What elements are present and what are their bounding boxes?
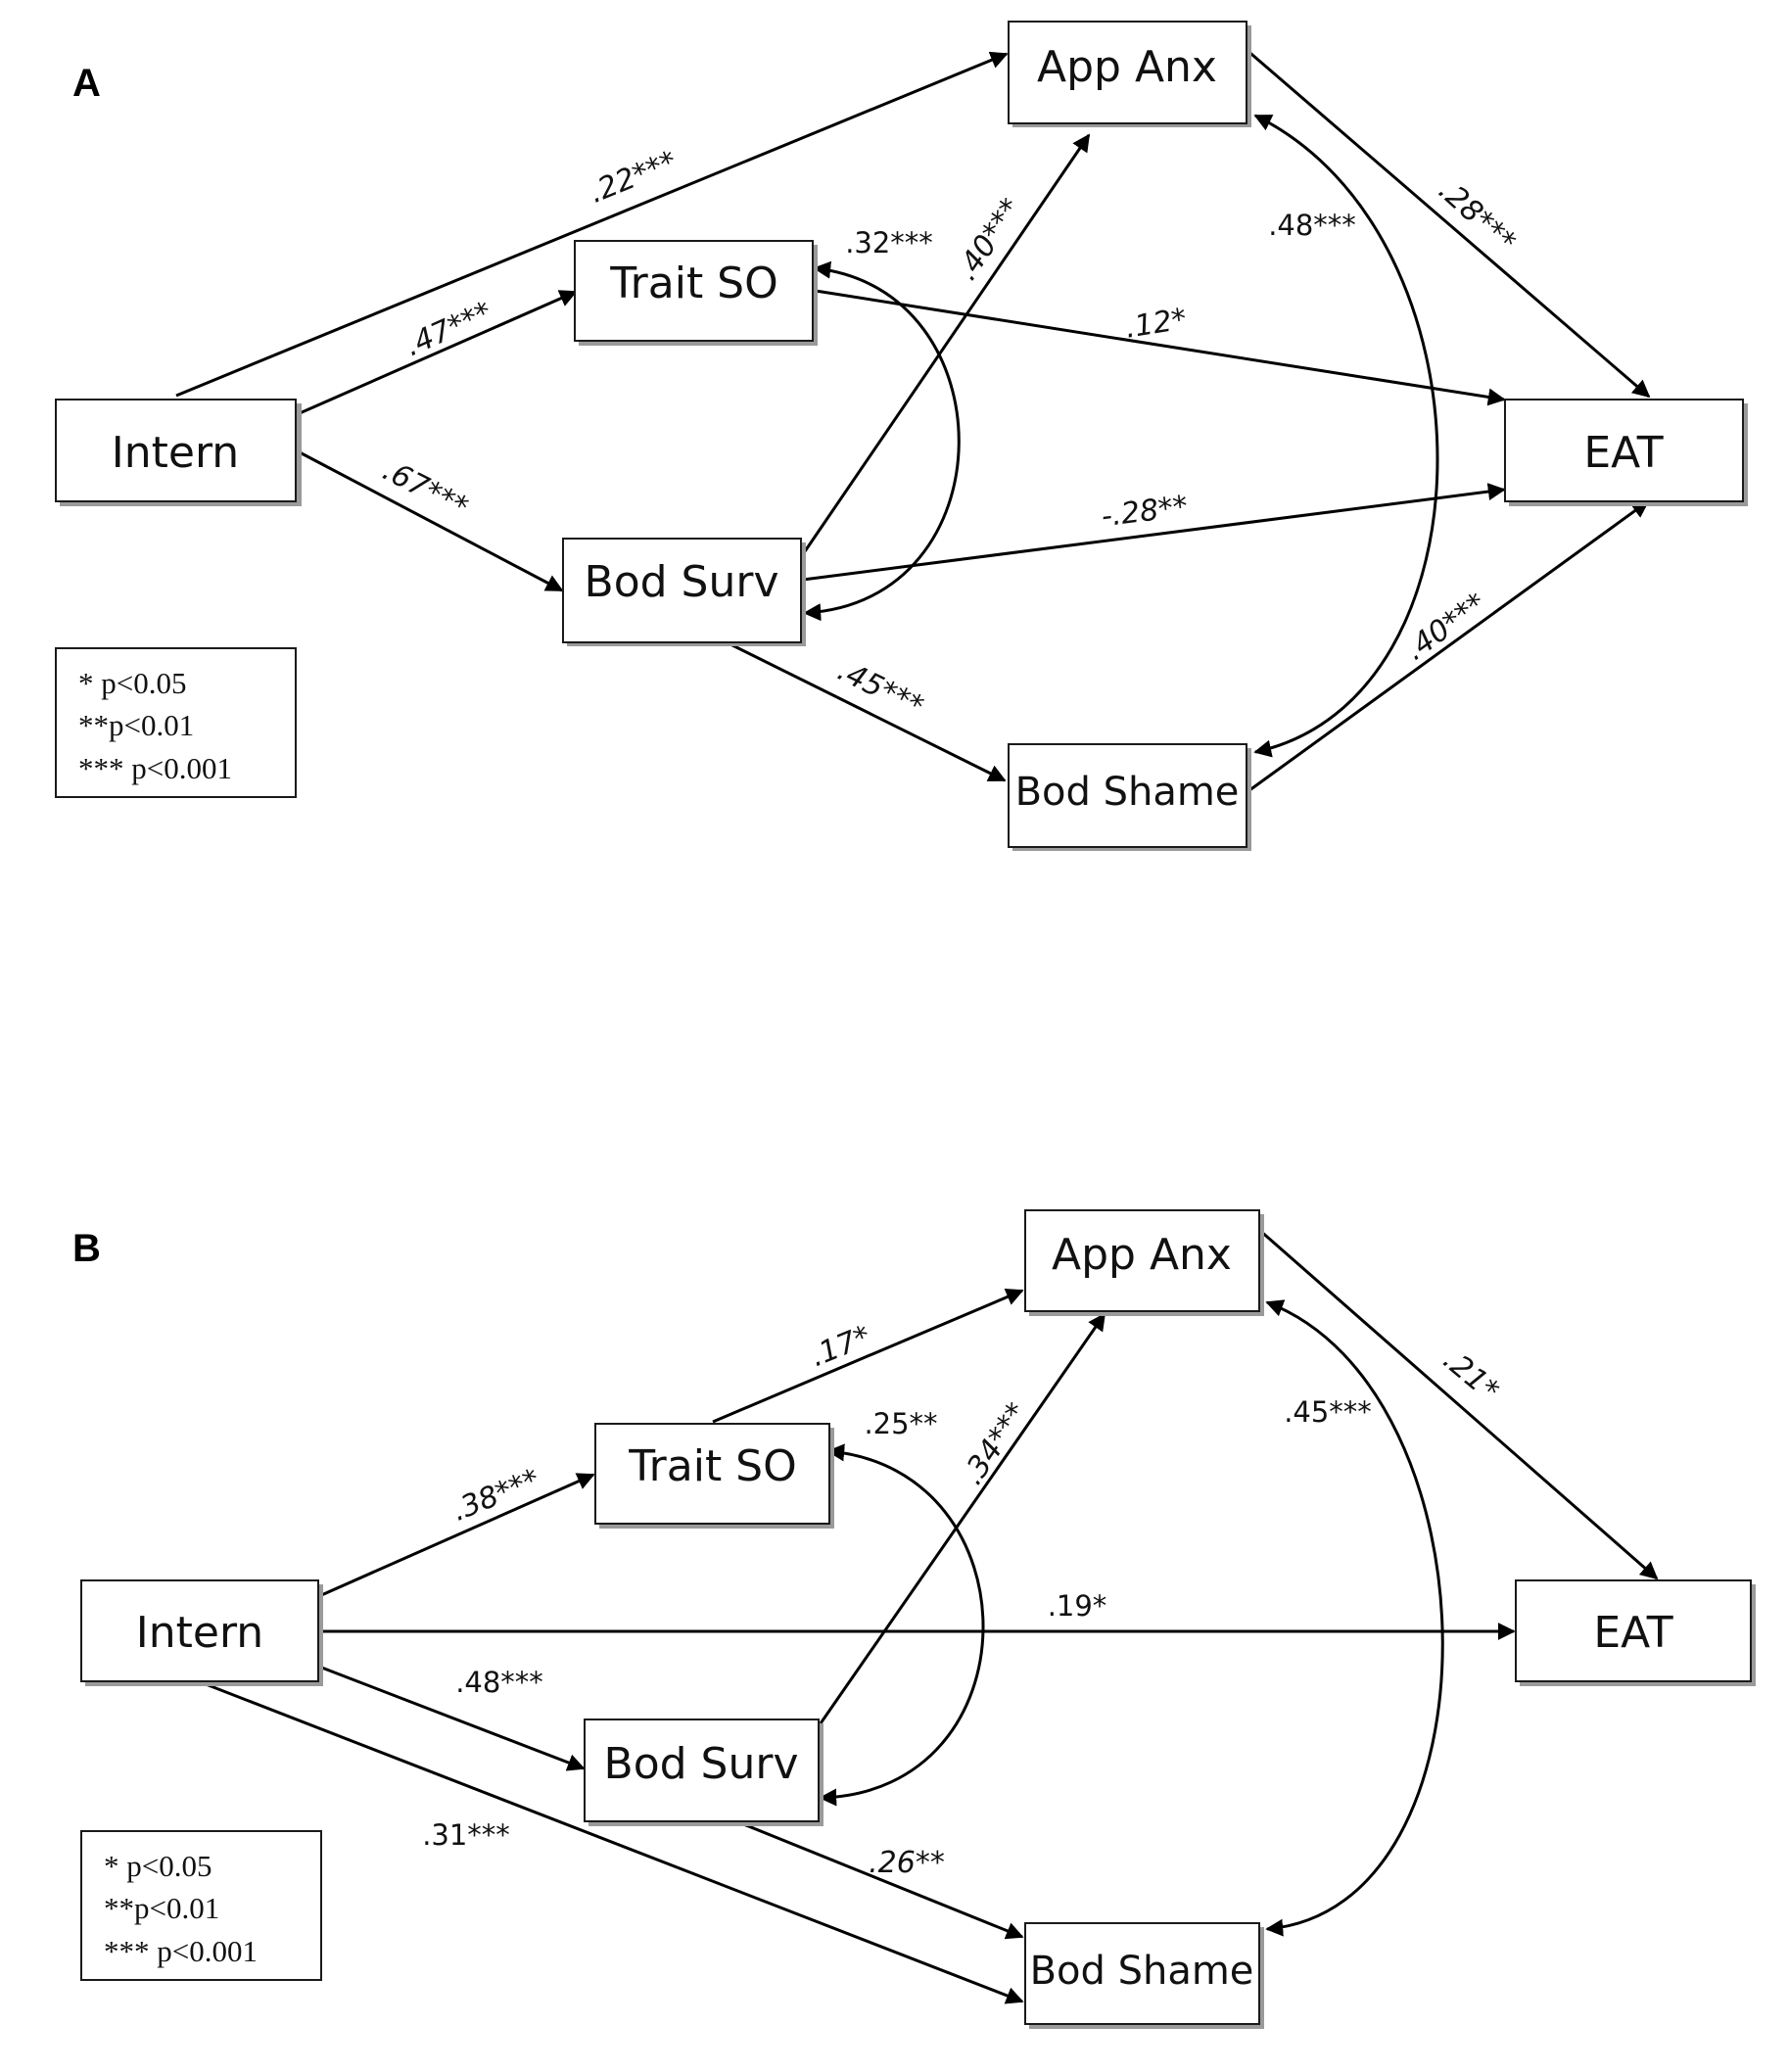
node-eat-label: EAT (1593, 1608, 1672, 1658)
panel-a-labels: .22*** .47*** .67*** .12* .40*** -.28** … (377, 145, 1522, 725)
coef-traitso-eat: .12* (1123, 302, 1189, 345)
coef-cov-appanx-bodshame: .45*** (1284, 1395, 1372, 1429)
edge-appanx-eat (1245, 47, 1651, 399)
edge-appanx-eat (1258, 1228, 1659, 1580)
edge-intern-appanx (175, 51, 1009, 398)
panel-b-nodes: Intern Trait SO App Anx Bod Surv Bod Sha (80, 1209, 1756, 2029)
coef-intern-bodsurv: .48*** (455, 1666, 543, 1699)
coef-traitso-appanx: .17* (806, 1319, 875, 1374)
node-bod-surv: Bod Surv (562, 538, 806, 646)
cov-traitso-bodsurv (803, 260, 961, 622)
edge-traitso-eat (815, 289, 1506, 406)
node-app-anx: App Anx (1008, 21, 1251, 127)
coef-appanx-eat: .21* (1436, 1342, 1506, 1408)
legend-b-line-3: *** p<0.001 (104, 1934, 258, 1968)
cov-appanx-bodshame (1253, 114, 1439, 758)
panel-b-letter: B (72, 1227, 101, 1270)
legend-b-line-1: * p<0.05 (104, 1849, 212, 1883)
node-intern: Intern (55, 399, 302, 506)
coef-intern-bodshame: .31*** (422, 1818, 510, 1852)
edge-intern-traitso (299, 290, 578, 415)
node-eat-label: EAT (1583, 428, 1663, 478)
panel-a-letter: A (72, 62, 101, 105)
edge-bodsurv-bodshame (735, 1819, 1024, 1940)
edge-bodsurv-appanx (801, 133, 1091, 555)
edge-intern-traitso (318, 1473, 595, 1598)
coef-intern-traitso: .47*** (400, 295, 497, 363)
coef-intern-eat: .19* (1048, 1589, 1107, 1623)
panel-b-edges (200, 1228, 1659, 2004)
coef-cov-appanx-bodshame: .48*** (1268, 209, 1356, 242)
edge-bodsurv-eat (802, 483, 1506, 582)
node-bod-shame-label: Bod Shame (1015, 770, 1240, 815)
legend-a-line-1: * p<0.05 (78, 666, 186, 700)
legend-a-line-3: *** p<0.001 (78, 751, 232, 785)
node-app-anx-label: App Anx (1037, 42, 1217, 92)
legend-b-line-2: **p<0.01 (104, 1891, 219, 1925)
node-app-anx-label: App Anx (1052, 1230, 1232, 1280)
node-bod-shame: Bod Shame (1008, 743, 1251, 851)
edge-traitso-appanx (712, 1289, 1024, 1424)
node-trait-so-label: Trait SO (628, 1441, 797, 1491)
edge-intern-bodshame (200, 1680, 1024, 2004)
node-intern: Intern (80, 1579, 323, 1686)
coef-intern-appanx: .22*** (585, 145, 682, 211)
node-trait-so: Trait SO (574, 240, 818, 346)
coef-cov-traitso-bodsurv: .32*** (845, 226, 933, 259)
legend-a-line-2: **p<0.01 (78, 708, 194, 742)
node-bod-surv-label: Bod Surv (585, 557, 779, 607)
node-bod-shame: Bod Shame (1024, 1922, 1264, 2029)
node-intern-label: Intern (136, 1608, 263, 1658)
node-app-anx: App Anx (1024, 1209, 1264, 1316)
cov-appanx-bodshame (1265, 1299, 1444, 1937)
edge-bodsurv-bodshame (729, 642, 1007, 782)
panel-b-legend: * p<0.05 **p<0.01 *** p<0.001 (80, 1830, 322, 1981)
coef-intern-bodsurv: .67*** (377, 453, 474, 525)
panel-a: A Intern Trait SO (55, 21, 1748, 851)
node-eat: EAT (1515, 1579, 1756, 1686)
node-eat: EAT (1504, 399, 1748, 506)
node-trait-so: Trait SO (594, 1423, 834, 1529)
coef-bodsurv-bodshame: .45*** (832, 653, 929, 724)
cov-traitso-bodsurv (819, 1443, 985, 1807)
panel-a-nodes: Intern Trait SO App Anx Bod Surv Bod Sha (55, 21, 1748, 851)
coef-bodsurv-bodshame: .26** (869, 1846, 945, 1880)
panel-b: B Intern Trait SO (72, 1209, 1756, 2029)
coef-cov-traitso-bodsurv: .25** (864, 1407, 937, 1440)
edge-bodshame-eat (1245, 499, 1650, 795)
edge-intern-bodsurv (318, 1665, 586, 1771)
panel-a-legend: * p<0.05 **p<0.01 *** p<0.001 (55, 647, 297, 798)
panel-a-edges (175, 47, 1651, 795)
node-bod-surv: Bod Surv (584, 1719, 823, 1826)
edge-bodsurv-appanx (819, 1312, 1106, 1724)
coef-bodsurv-appanx: .34*** (956, 1396, 1035, 1490)
coef-bodsurv-eat: -.28** (1100, 490, 1190, 535)
node-intern-label: Intern (112, 428, 239, 478)
node-bod-shame-label: Bod Shame (1030, 1949, 1254, 1994)
edge-intern-bodsurv (299, 450, 564, 592)
node-bod-surv-label: Bod Surv (604, 1739, 799, 1789)
node-trait-so-label: Trait SO (609, 259, 778, 308)
